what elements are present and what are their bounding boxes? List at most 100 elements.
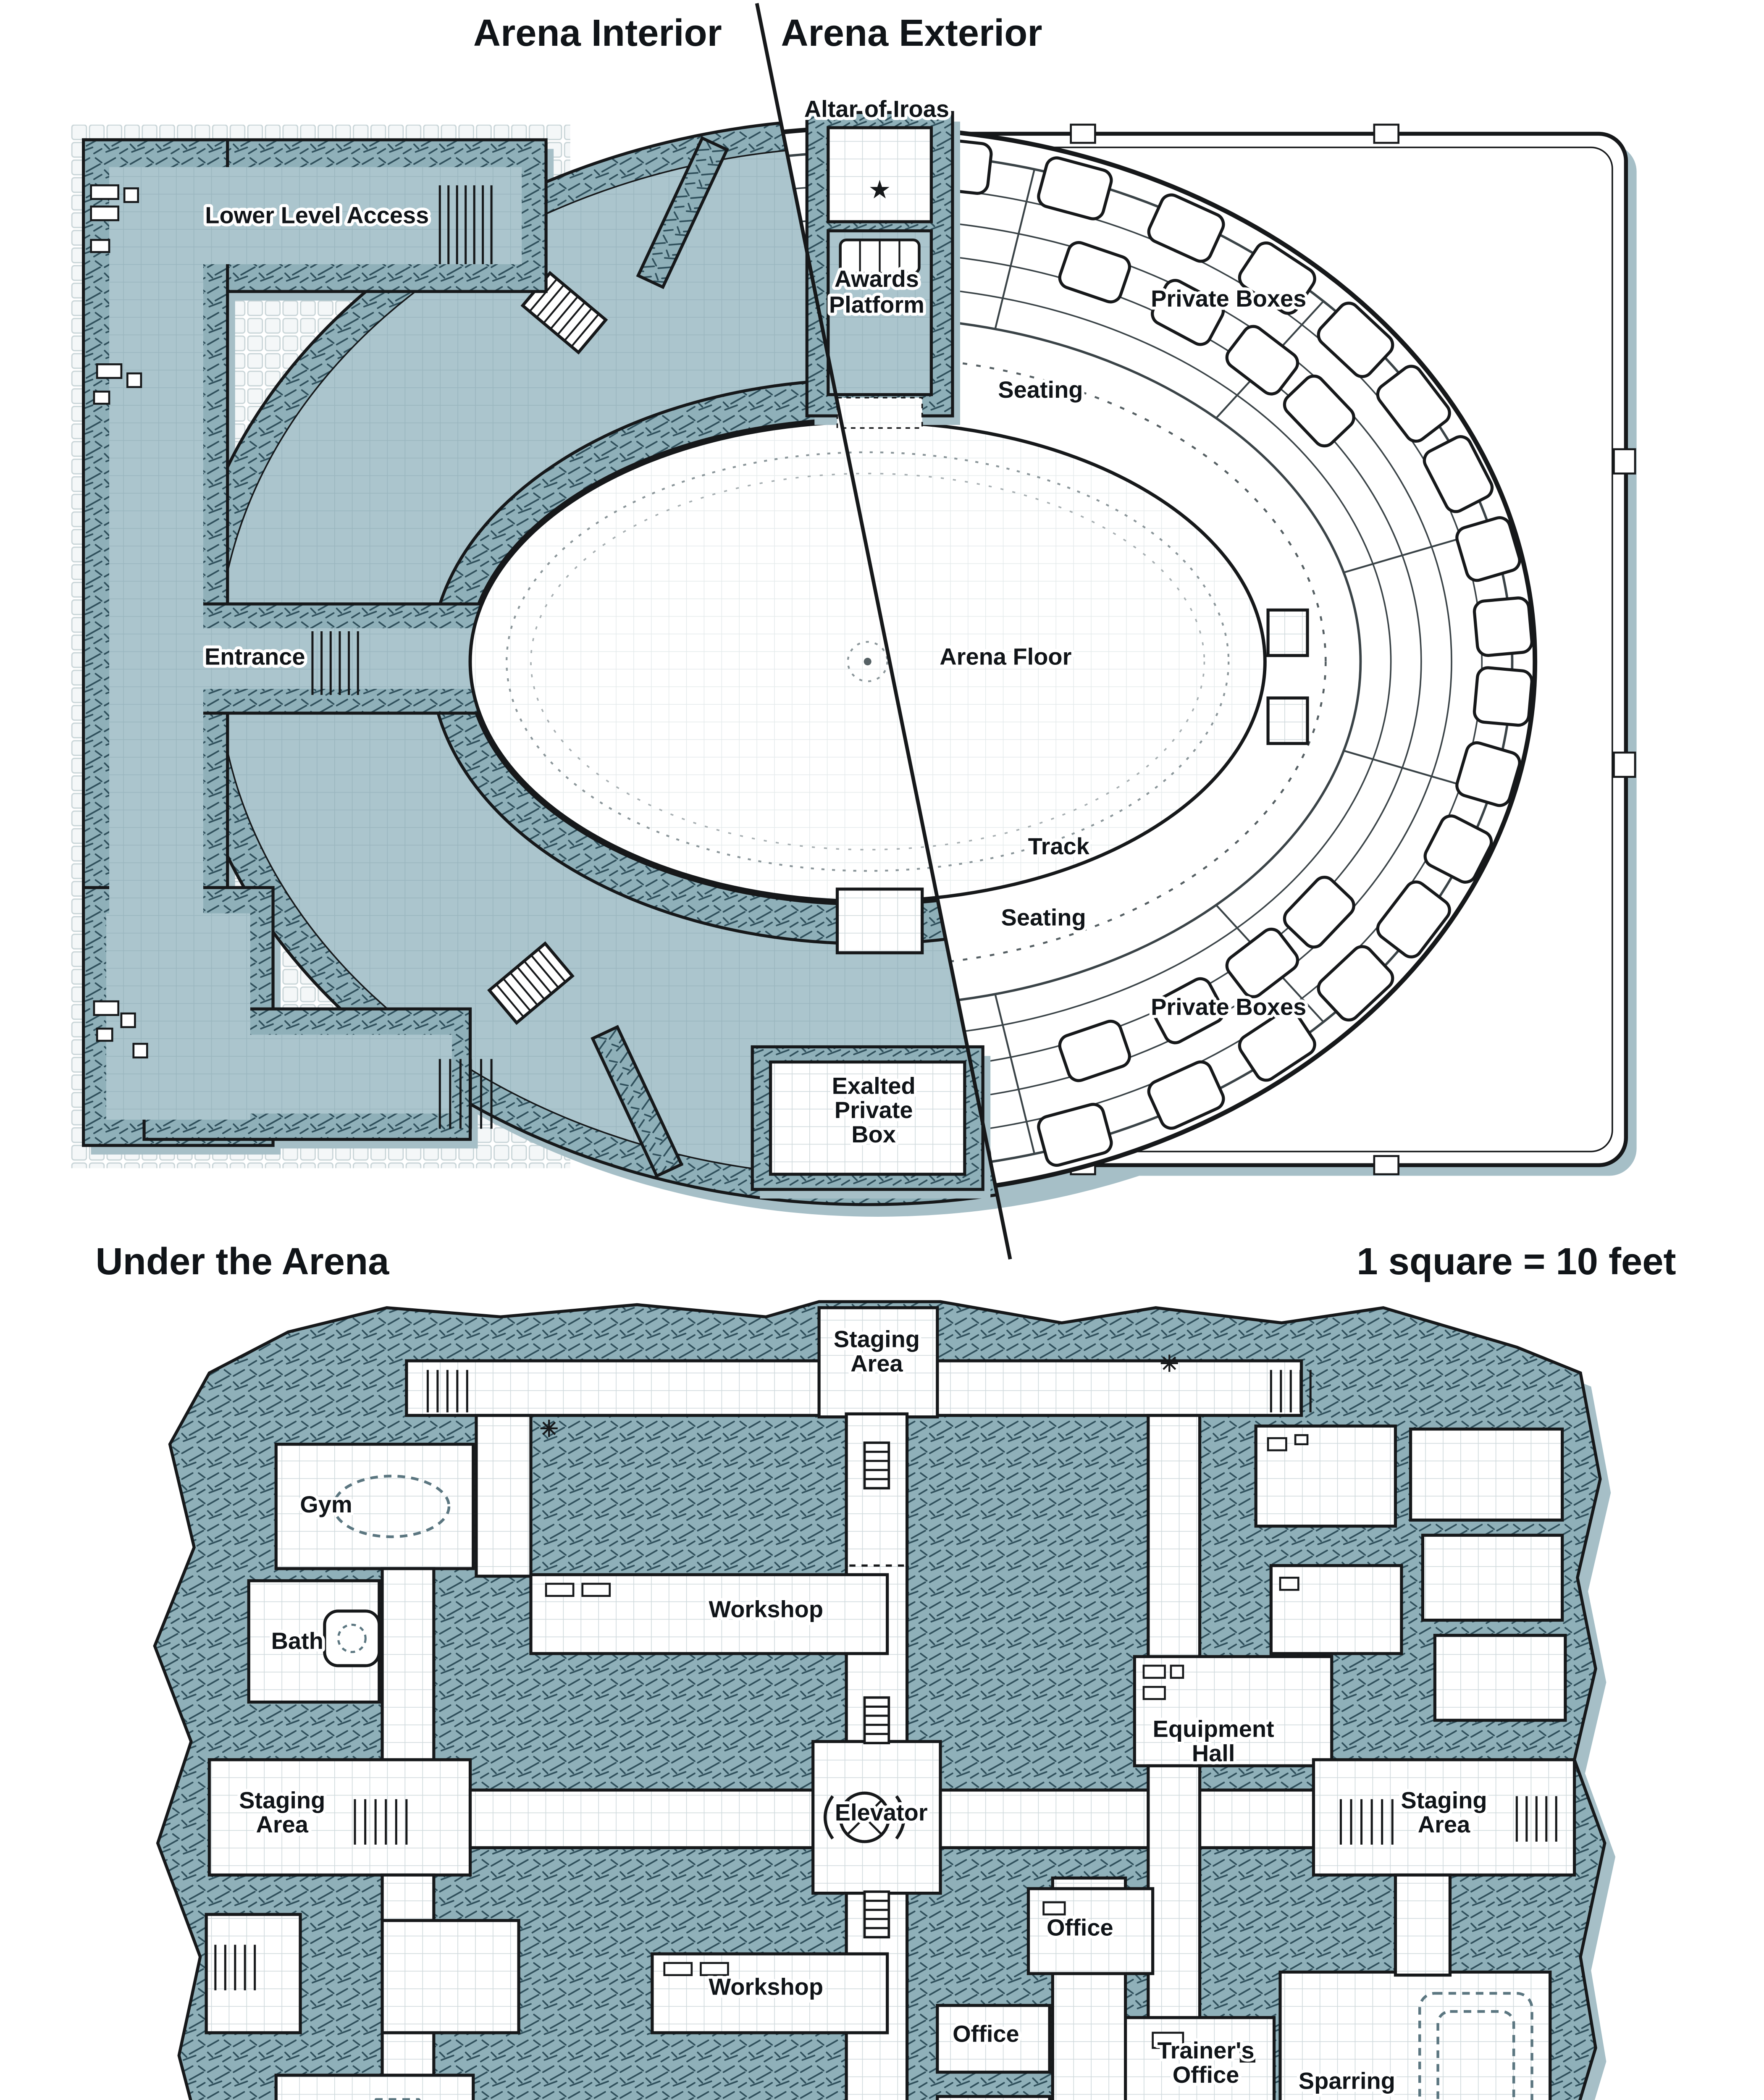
- corridor-mid-west: [468, 1788, 815, 1849]
- corridor-left-1: [381, 1567, 436, 1771]
- storage-furniture: [90, 184, 148, 1059]
- trainers-chair: [1239, 2050, 1255, 2063]
- stairs-icon: [311, 631, 359, 695]
- spiral-stair-icon: ✳: [1160, 1351, 1179, 1376]
- ladder-icon: [863, 1441, 890, 1490]
- stairs-icon: [426, 1370, 468, 1412]
- label-awards-platform: Awards: [835, 265, 919, 292]
- corridor-north-west: [405, 1359, 821, 1417]
- iroas-star-icon: ★: [869, 177, 890, 202]
- elevator-brackets: [824, 1795, 906, 1840]
- floor-gate-east: [1266, 608, 1309, 657]
- floor-gate-east: [1266, 696, 1309, 745]
- room-northeast-4: [1421, 1533, 1564, 1622]
- label-exalted-private-box: Box: [851, 1121, 896, 1147]
- label-seating-top: Seating: [998, 376, 1083, 403]
- private-box: [1423, 814, 1493, 884]
- under-map-labels: Staging Area Gym Workshop Bath Equipment…: [236, 1323, 1490, 2097]
- label-private-boxes-bottom: Private Boxes: [1151, 994, 1306, 1020]
- room-northeast-2: [1409, 1427, 1564, 1522]
- private-box: [1455, 741, 1521, 807]
- under-map-fixtures: [323, 1434, 1533, 2100]
- label-bath: Bath: [271, 1628, 323, 1654]
- table: [1267, 1437, 1287, 1452]
- corridor-sparring-north: [1394, 1873, 1452, 1977]
- workbench: [700, 1962, 729, 1976]
- stairs-icon: [438, 185, 493, 265]
- spiral-stair-icon: ✳: [540, 1417, 559, 1442]
- label-trainers-office: Trainer's: [1157, 2037, 1254, 2063]
- ladder-icon: [863, 1696, 890, 1744]
- room-gym-top: [274, 1443, 475, 1570]
- room-staging-area-top: [817, 1306, 939, 1419]
- map-scale-note: 1 square = 10 feet: [1357, 1240, 1676, 1283]
- interior-corridor-ring: [218, 147, 1011, 1176]
- stairs-icon: [1270, 1370, 1312, 1412]
- room-trainers-office: [1124, 2016, 1276, 2100]
- stool: [1294, 1434, 1309, 1445]
- equipment-shelf: [1142, 1664, 1166, 1679]
- room-staging-area-right: [1312, 1758, 1576, 1877]
- office-desk: [1042, 1901, 1066, 1916]
- private-box: [1151, 977, 1225, 1045]
- equipment-crate: [1170, 1664, 1184, 1679]
- corridor-mid-east: [939, 1788, 1318, 1849]
- ladder-icon: [863, 1890, 890, 1939]
- label-staging-area-left: Area: [256, 1811, 308, 1838]
- awards-passage: [836, 397, 923, 429]
- label-arena-floor: Arena Floor: [940, 643, 1071, 669]
- label-private-boxes-top: Private Boxes: [1151, 285, 1306, 312]
- stair-glyphs: [311, 185, 493, 1129]
- private-box: [1147, 1060, 1225, 1130]
- label-staging-area-top: Staging: [834, 1326, 920, 1352]
- label-workshop-top: Workshop: [709, 1596, 823, 1622]
- label-lower-level-access: Lower Level Access: [205, 202, 429, 228]
- corridor-west-vertical: [475, 1414, 533, 1578]
- sparring-mat: [1418, 1992, 1533, 2100]
- label-staging-area-left: Staging: [239, 1787, 325, 1813]
- room-northeast-5: [1433, 1634, 1567, 1722]
- private-box: [1225, 927, 1299, 998]
- exalted-viewing-platform: [835, 887, 924, 955]
- workbench: [581, 1583, 611, 1597]
- label-sparring: Sparring: [1299, 2067, 1395, 2094]
- label-altar-of-iroas: Altar of Iroas: [804, 96, 949, 122]
- private-box: [1423, 435, 1494, 513]
- label-entrance: Entrance: [205, 643, 305, 669]
- stairs-icon: [354, 1799, 408, 1845]
- seating-aisle-line: [994, 169, 1036, 329]
- workbench: [663, 1962, 693, 1976]
- room-office-bottom: [936, 2095, 1051, 2100]
- corridor-east-vertical: [1147, 1414, 1202, 1660]
- under-map-stairs-ladders: [214, 1370, 1557, 1990]
- corridor-south: [170, 1034, 452, 1114]
- room-office-middle: [936, 2004, 1051, 2074]
- private-box: [1238, 241, 1316, 315]
- corridor-cross-wall: [636, 136, 729, 289]
- stair-block: [487, 941, 575, 1025]
- arena-labels: Arena Interior Arena Exterior Altar of I…: [202, 8, 1310, 1150]
- label-seating-bottom: Seating: [1001, 904, 1086, 931]
- label-equipment-hall: Equipment: [1152, 1716, 1274, 1742]
- room-equipment-hall: [1133, 1655, 1334, 1767]
- altar-room: [827, 126, 933, 223]
- private-box: [1455, 516, 1521, 582]
- bath-water: [337, 1623, 367, 1653]
- corridor-north-east: [936, 1359, 1303, 1417]
- private-box: [1473, 666, 1533, 727]
- floor-center-dot: [864, 658, 872, 666]
- title-under-the-arena: Under the Arena: [96, 1240, 390, 1283]
- table: [1279, 1577, 1299, 1591]
- title-arena-interior: Arena Interior: [473, 12, 722, 54]
- private-box: [1283, 876, 1355, 949]
- interior-exterior-divider: [755, 3, 1012, 1260]
- label-equipment-hall: Hall: [1192, 1740, 1235, 1766]
- private-box: [1037, 1102, 1113, 1167]
- seating-aisle-line: [994, 994, 1036, 1154]
- stairs-icon: [438, 1059, 493, 1129]
- label-workshop-bottom: Workshop: [709, 1974, 823, 2000]
- label-elevator: Elevator: [835, 1799, 928, 1825]
- private-box: [1283, 374, 1355, 448]
- label-trainers-office: Office: [1173, 2061, 1239, 2088]
